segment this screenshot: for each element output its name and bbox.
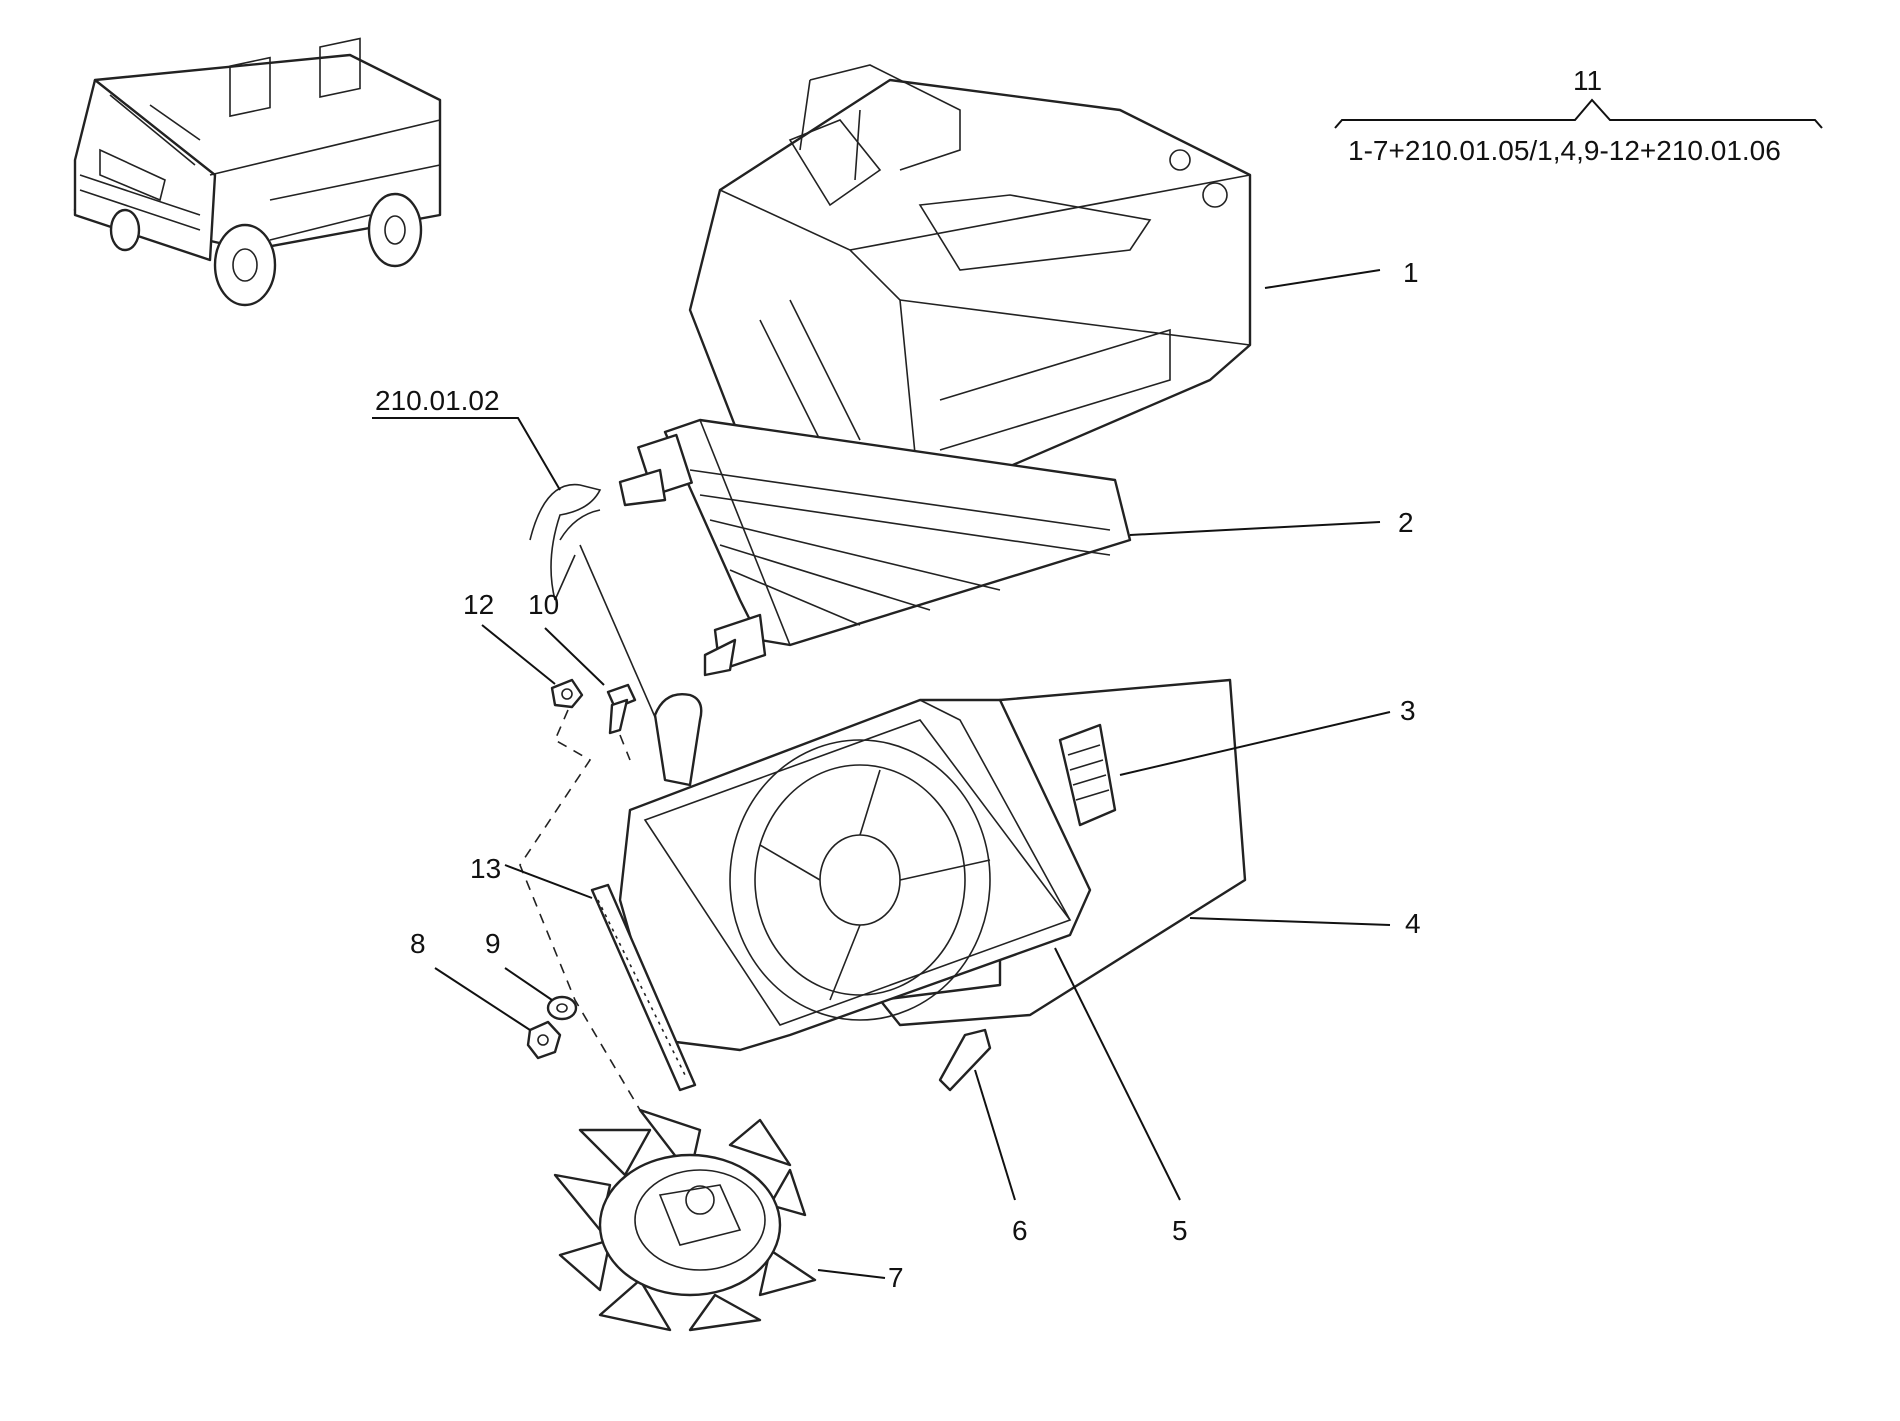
callout-5: 5 — [1172, 1215, 1188, 1246]
callout-6: 6 — [1012, 1215, 1028, 1246]
callout-12: 12 — [463, 589, 494, 620]
hose-group-reference: 210.01.02 — [375, 385, 500, 416]
hex-nut — [526, 1020, 562, 1060]
callout-9: 9 — [485, 928, 501, 959]
leader-7 — [817, 1269, 886, 1279]
fan-housing — [618, 678, 1247, 1052]
leader-2 — [1129, 521, 1381, 536]
callout-2: 2 — [1398, 507, 1414, 538]
fan-wheel — [553, 1108, 817, 1332]
kit-formula: 1-7+210.01.05/1,4,9-12+210.01.06 — [1348, 135, 1781, 166]
leader-8 — [434, 967, 531, 1031]
leader-12 — [481, 624, 556, 685]
leader-4 — [1189, 917, 1391, 926]
leader-hose-group — [372, 417, 561, 491]
callout-11: 11 — [1573, 65, 1602, 96]
callout-1: 1 — [1403, 257, 1419, 288]
callout-3: 3 — [1400, 695, 1416, 726]
heat-exchanger — [618, 418, 1132, 677]
assembly-line-right — [619, 734, 631, 761]
leader-10 — [544, 627, 605, 686]
screw — [606, 683, 637, 735]
callout-7: 7 — [888, 1262, 904, 1293]
leader-13 — [504, 864, 593, 899]
hoses — [529, 483, 703, 787]
leader-6 — [974, 1069, 1016, 1201]
washer — [546, 995, 578, 1021]
callout-13: 13 — [470, 853, 501, 884]
clip — [938, 1028, 992, 1092]
leader-3 — [1119, 711, 1391, 776]
gasket-strip — [590, 883, 697, 1092]
assembly-line-left — [519, 709, 641, 1111]
leader-9 — [504, 967, 553, 1001]
kit-brace — [1334, 98, 1823, 129]
heater-housing — [688, 64, 1252, 537]
vehicle-thumbnail-icon — [73, 37, 442, 307]
callout-10: 10 — [528, 589, 559, 620]
callout-8: 8 — [410, 928, 426, 959]
resistor-connector — [1058, 723, 1117, 827]
leader-1 — [1264, 269, 1381, 289]
leader-5 — [1054, 947, 1181, 1201]
cage-nut — [550, 678, 584, 709]
callout-4: 4 — [1405, 908, 1421, 939]
